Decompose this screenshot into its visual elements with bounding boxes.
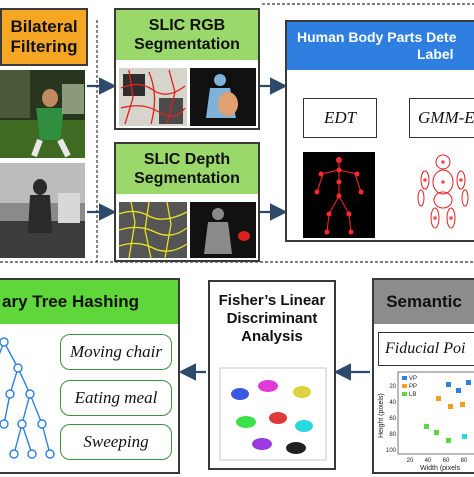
slic-rgb-panel: SLIC RGB Segmentation	[114, 8, 260, 130]
slic-depth-panel: SLIC Depth Segmentation	[114, 142, 260, 262]
semantic-title: Semantic	[386, 291, 462, 311]
fiducial-ytick: 60	[389, 416, 396, 422]
slic-rgb-silhouette	[190, 68, 256, 126]
fiducial-xtick: 80	[461, 458, 468, 464]
slic-rgb-header: SLIC RGB Segmentation	[116, 10, 258, 60]
fiducial-legend-swatch	[402, 384, 407, 388]
body-parts-panel: Human Body Parts Dete Label EDT GMM-E	[285, 20, 474, 242]
fiducial-point-plot: Height (pixels) 20 40 60 80 100 20 40 60 80 Wid…	[376, 368, 474, 472]
fisher-lda-panel: Fisher’s Linear Discriminant Analysis	[208, 280, 336, 470]
fiducial-xtick: 40	[425, 458, 432, 464]
lda-clusters	[231, 380, 313, 454]
fiducial-ytick: 40	[389, 400, 396, 406]
fiducial-ytick: 80	[389, 432, 396, 438]
body-parts-header: Human Body Parts Dete Label	[287, 22, 474, 70]
slic-depth-title-line2: Segmentation	[134, 170, 240, 187]
fiducial-legend-swatch	[402, 392, 407, 396]
fiducial-legend-swatch	[402, 376, 407, 380]
activity-label: Moving chair	[69, 342, 163, 361]
binary-tree-panel: ary Tree Hashing Moving chair Eating mea…	[0, 278, 180, 474]
fiducial-legend-label: PP	[409, 384, 417, 390]
binary-tree-diagram	[0, 332, 56, 472]
binary-tree-header: ary Tree Hashing	[0, 280, 178, 324]
semantic-panel: Semantic Fiducial Poi Height (pixels) 20…	[372, 278, 474, 474]
fiducial-xtick: 60	[443, 458, 450, 464]
fisher-title-line1: Fisher’s Linear	[218, 292, 326, 309]
slic-depth-header: SLIC Depth Segmentation	[116, 144, 258, 194]
slic-depth-title-line1: SLIC Depth	[143, 150, 231, 168]
lda-scatter-plot	[216, 364, 330, 464]
edt-box: EDT	[303, 98, 377, 138]
fiducial-label: Fiducial Poi	[385, 340, 466, 357]
body-parts-title-line2: Label	[417, 46, 454, 62]
slic-depth-silhouette	[190, 202, 256, 258]
fiducial-xlabel: Width (pixels	[420, 465, 461, 472]
fiducial-legend-label: LB	[409, 392, 416, 398]
fiducial-ytick: 20	[389, 384, 396, 390]
gmm-label: GMM-E	[418, 108, 474, 127]
gmm-body-model-image	[409, 152, 474, 238]
fiducial-legend-label: VP	[409, 376, 417, 382]
activity-label: Sweeping	[83, 432, 149, 451]
fiducial-ylabel: Height (pixels)	[378, 393, 385, 438]
bilateral-depth-image	[0, 163, 85, 258]
edt-label: EDT	[323, 108, 357, 127]
bilateral-rgb-image	[0, 70, 85, 158]
fiducial-point-markers	[424, 380, 471, 443]
fisher-lda-header: Fisher’s Linear Discriminant Analysis	[210, 284, 334, 354]
body-parts-title-line1: Human Body Parts Dete	[297, 29, 457, 46]
fisher-title-line2: Discriminant	[226, 310, 318, 327]
slic-rgb-title-line2: Segmentation	[134, 36, 240, 53]
bilateral-title-line2: Filtering	[10, 37, 78, 56]
slic-rgb-image	[119, 68, 187, 126]
binary-tree-title: ary Tree Hashing	[2, 291, 140, 311]
fiducial-ytick: 100	[386, 448, 397, 454]
activity-label: Eating meal	[74, 388, 158, 407]
edt-skeleton-image	[303, 152, 375, 238]
activity-eating-meal: Eating meal	[60, 380, 172, 416]
bilateral-filtering-header: Bilateral Filtering	[0, 8, 88, 66]
gmm-box: GMM-E	[409, 98, 474, 138]
bilateral-title-line1: Bilateral	[10, 16, 78, 36]
slic-depth-image	[118, 201, 188, 259]
semantic-header: Semantic	[374, 280, 474, 324]
fiducial-box: Fiducial Poi	[378, 332, 474, 366]
activity-sweeping: Sweeping	[60, 424, 172, 460]
fiducial-xtick: 20	[407, 458, 414, 464]
slic-rgb-title-line1: SLIC RGB	[148, 16, 226, 34]
fisher-title-line3: Analysis	[241, 328, 303, 345]
activity-moving-chair: Moving chair	[60, 334, 172, 370]
